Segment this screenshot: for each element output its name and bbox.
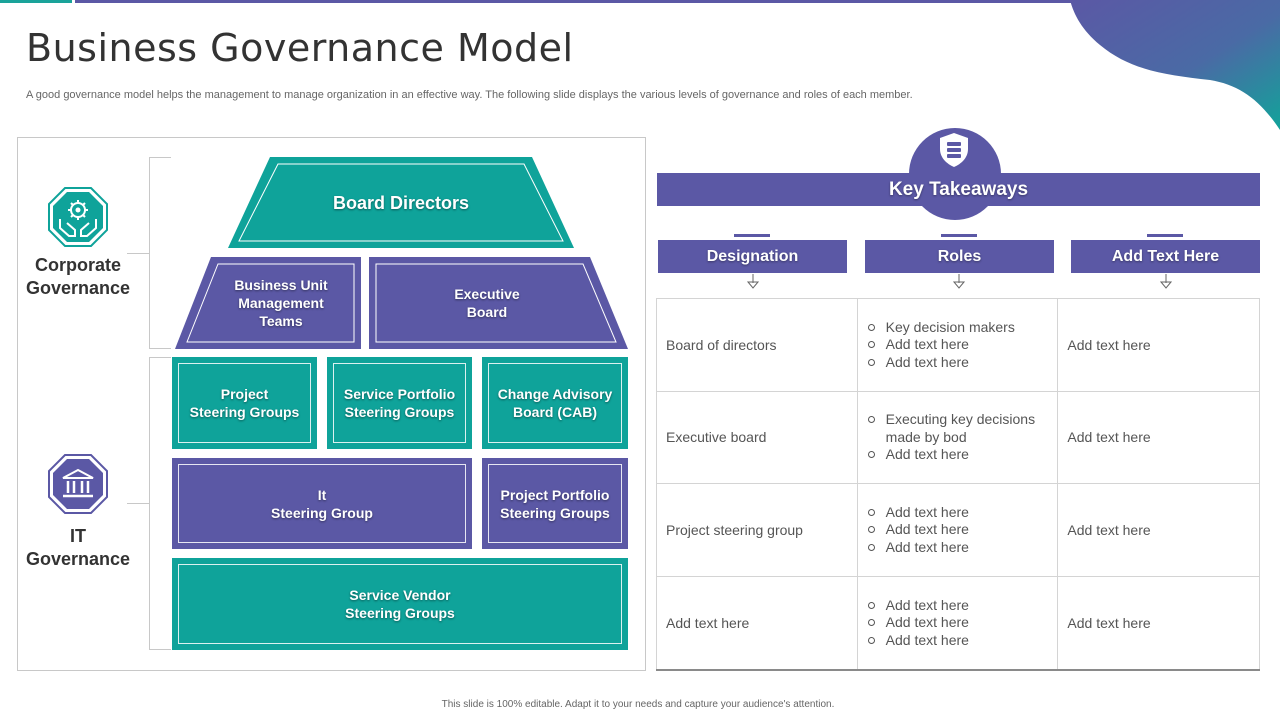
project-portfolio-label: Project Portfolio Steering Groups bbox=[500, 486, 610, 521]
change-advisory-block: Change Advisory Board (CAB) bbox=[482, 357, 628, 449]
executive-board-label: Executive Board bbox=[454, 286, 520, 320]
role-item: Add text here bbox=[867, 354, 1058, 372]
role-item: Add text here bbox=[867, 504, 1058, 522]
takeaways-table: Board of directors Key decision makers A… bbox=[656, 298, 1260, 671]
board-directors-block bbox=[228, 157, 574, 248]
bank-building-icon bbox=[48, 454, 108, 514]
role-item: Add text here bbox=[867, 539, 1058, 557]
project-steering-block: Project Steering Groups bbox=[172, 357, 317, 449]
roles-cell: Add text here Add text here Add text her… bbox=[856, 483, 1059, 577]
role-item: Add text here bbox=[867, 521, 1058, 539]
table-row: Project steering group Add text here Add… bbox=[656, 483, 1260, 577]
board-directors-label: Board Directors bbox=[332, 192, 470, 213]
roles-header: Roles bbox=[865, 240, 1054, 273]
role-item: Key decision makers bbox=[867, 319, 1058, 337]
service-portfolio-label: Service Portfolio Steering Groups bbox=[343, 386, 456, 420]
roles-arrow-icon bbox=[953, 274, 965, 289]
add-text-dash bbox=[1147, 234, 1183, 237]
roles-dash bbox=[941, 234, 977, 237]
top-accent-purple bbox=[75, 0, 1085, 3]
business-unit-block bbox=[175, 257, 361, 349]
roles-cell: Key decision makers Add text here Add te… bbox=[856, 298, 1059, 392]
role-item: Executing key decisions made by bod bbox=[867, 411, 1058, 446]
project-steering-label: Project Steering Groups bbox=[189, 386, 300, 420]
service-vendor-block: Service Vendor Steering Groups bbox=[172, 558, 628, 650]
project-portfolio-block: Project Portfolio Steering Groups bbox=[482, 458, 628, 549]
designation-arrow-icon bbox=[747, 274, 759, 289]
corporate-bracket-tick bbox=[127, 253, 149, 254]
it-steering-block: It Steering Group bbox=[172, 458, 472, 549]
extra-cell: Add text here bbox=[1057, 390, 1260, 485]
it-bracket bbox=[149, 357, 171, 650]
business-unit-label: Business Unit Management Teams bbox=[234, 277, 328, 329]
add-text-arrow-icon bbox=[1160, 274, 1172, 289]
top-accent-teal bbox=[0, 0, 72, 3]
roles-cell: Add text here Add text here Add text her… bbox=[856, 575, 1059, 671]
add-text-header: Add Text Here bbox=[1071, 240, 1260, 273]
role-item: Add text here bbox=[867, 614, 1058, 632]
table-row: Board of directors Key decision makers A… bbox=[656, 298, 1260, 392]
roles-cell: Executing key decisions made by bod Add … bbox=[856, 390, 1059, 485]
extra-cell: Add text here bbox=[1057, 575, 1260, 671]
designation-cell: Project steering group bbox=[656, 483, 858, 577]
extra-cell: Add text here bbox=[1057, 298, 1260, 392]
table-row: Add text here Add text here Add text her… bbox=[656, 575, 1260, 671]
extra-cell: Add text here bbox=[1057, 483, 1260, 577]
executive-board-block bbox=[369, 257, 628, 349]
page-subtitle: A good governance model helps the manage… bbox=[26, 89, 913, 101]
change-advisory-label: Change Advisory Board (CAB) bbox=[497, 386, 613, 420]
role-item: Add text here bbox=[867, 336, 1058, 354]
shield-server-icon bbox=[940, 133, 968, 167]
service-vendor-label: Service Vendor Steering Groups bbox=[345, 587, 455, 621]
designation-cell: Add text here bbox=[656, 575, 858, 671]
hands-gear-icon bbox=[48, 187, 108, 247]
role-item: Add text here bbox=[867, 446, 1058, 464]
role-item: Add text here bbox=[867, 597, 1058, 615]
service-portfolio-block: Service Portfolio Steering Groups bbox=[327, 357, 472, 449]
corporate-bracket bbox=[149, 157, 171, 349]
designation-header: Designation bbox=[658, 240, 847, 273]
role-item: Add text here bbox=[867, 632, 1058, 650]
key-takeaways-title: Key Takeaways bbox=[657, 173, 1260, 206]
designation-cell: Board of directors bbox=[656, 298, 858, 392]
corporate-governance-label: Corporate Governance bbox=[25, 255, 131, 298]
footer-note: This slide is 100% editable. Adapt it to… bbox=[441, 699, 835, 710]
table-row: Executive board Executing key decisions … bbox=[656, 390, 1260, 485]
corner-decoration bbox=[1070, 0, 1280, 130]
designation-cell: Executive board bbox=[656, 390, 858, 485]
designation-dash bbox=[734, 234, 770, 237]
it-bracket-tick bbox=[127, 503, 149, 504]
governance-diagram-frame bbox=[17, 137, 646, 671]
it-steering-label: It Steering Group bbox=[271, 486, 373, 521]
it-governance-label: IT Governance bbox=[25, 526, 131, 569]
page-title: Business Governance Model bbox=[26, 26, 574, 70]
